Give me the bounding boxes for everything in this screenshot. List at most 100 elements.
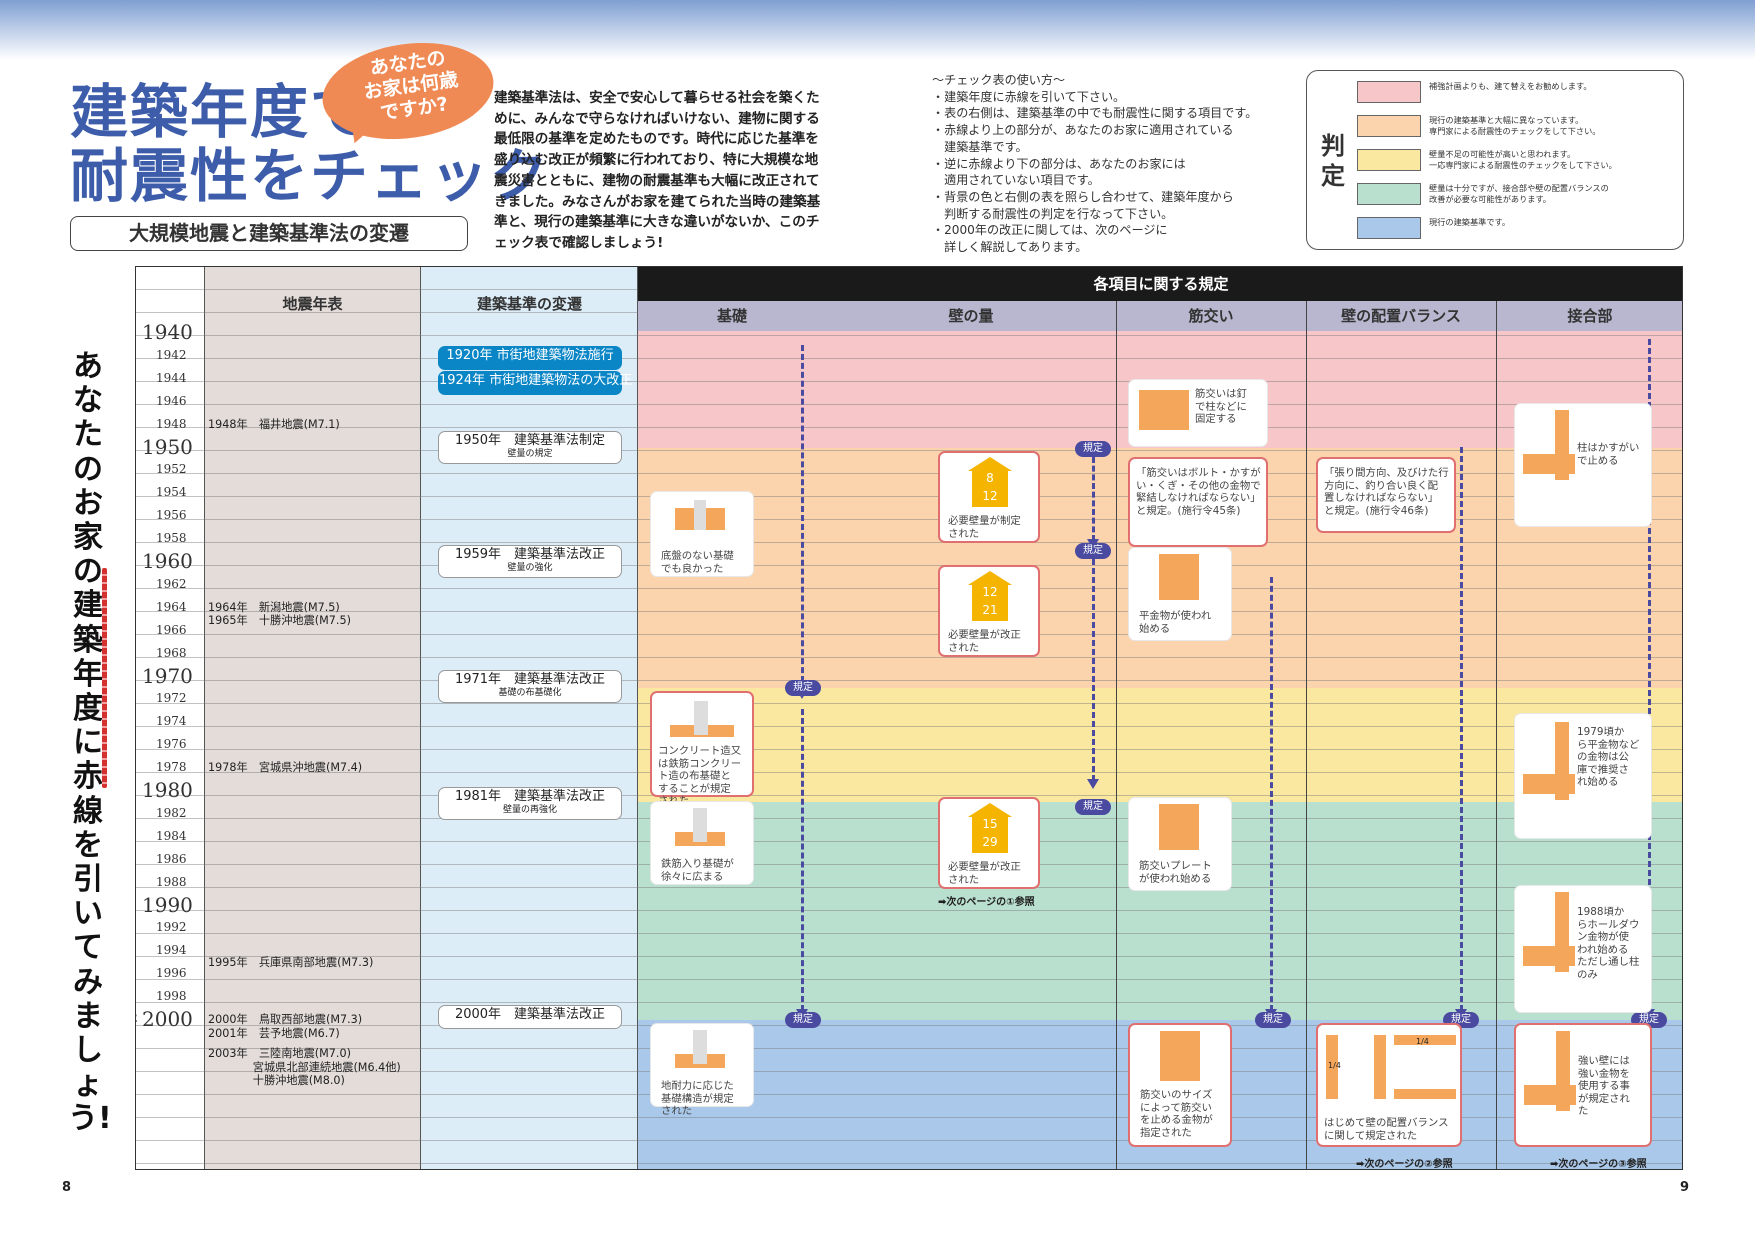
joint-card-text: 1979頃か ら平金物など の金物は公 庫で推奨さ れ始める — [1577, 726, 1640, 788]
earthquake-entry: 1978年 宮城県沖地震(M7.4) — [208, 761, 363, 775]
era-label: S35 — [135, 553, 136, 567]
foundation-card-text: 底盤のない基礎 でも良かった — [661, 550, 734, 575]
foundation-card-text: コンクリート造又 は鉄筋コンクリー ト造の布基礎と することが規定 された — [658, 745, 742, 807]
legend-swatch — [1357, 149, 1421, 171]
year-label-minor: 1974 — [156, 714, 187, 729]
joint-card: 強い壁には 強い金物を 使用する事 が規定され た — [1514, 1023, 1652, 1147]
wall-ref: ➡次のページの①参照 — [938, 897, 1035, 908]
house-roof — [968, 803, 1012, 817]
column-divider — [1306, 301, 1307, 1169]
standard-title: 1920年 市街地建築物法施行 — [446, 347, 614, 363]
year-label-minor: 1946 — [156, 393, 187, 408]
year-label-major: 1950 — [142, 434, 193, 459]
joint-card-text: 柱はかすがい で止める — [1577, 442, 1640, 467]
foundation-card: コンクリート造又 は鉄筋コンクリー ト造の布基礎と することが規定 された — [650, 691, 754, 807]
year-label-minor: 1972 — [156, 691, 187, 706]
illustration — [693, 1030, 707, 1064]
wall-card-text: 必要壁量が制定 された — [948, 515, 1021, 540]
standard-title: 2000年 建築基準法改正 — [454, 1007, 606, 1022]
howto-lines: ・建築年度に赤線を引いて下さい。・表の右側は、建築基準の中でも耐震性に関する項目… — [932, 89, 1272, 256]
column-divider — [1496, 301, 1497, 1169]
howto-line: 建築基準です。 — [932, 139, 1028, 154]
house-num-lower: 21 — [982, 603, 998, 617]
illustration — [1556, 1031, 1570, 1111]
foundation-card: 鉄筋入り基礎が 徐々に広まる — [650, 801, 754, 885]
title-line-1: 建築年度で — [70, 78, 371, 146]
wall-card-text: 必要壁量が改正 された — [948, 861, 1021, 886]
standard-box: 1920年 市街地建築物法施行 — [438, 345, 622, 370]
legend-text: 現行の建築基準です。 — [1429, 217, 1511, 227]
brace-card-text: 平金物が使われ 始める — [1139, 610, 1212, 635]
howto-line: ・建築年度に赤線を引いて下さい。 — [932, 89, 1126, 104]
quarter-label: 1/4 — [1416, 1037, 1429, 1046]
joint-ref: ➡次のページの③参照 — [1550, 1159, 1647, 1170]
joint-card: 1979頃か ら平金物など の金物は公 庫で推奨さ れ始める — [1514, 713, 1652, 839]
house-body — [972, 817, 1008, 853]
balance-card: 「張り間方向、及びけた行 方向に、釣り合い良く配 置しなければならない」 と規定… — [1316, 457, 1456, 533]
standard-box: 2000年 建築基準法改正 — [438, 1005, 622, 1029]
era-label: S55 — [135, 782, 136, 796]
year-label-minor: 1998 — [156, 989, 187, 1004]
standard-title: 1971年 建築基準法改正 — [454, 671, 606, 687]
year-label-minor: 1966 — [156, 622, 187, 637]
brace-card: 筋交いのサイズ によって筋交い を止める金物が 指定された — [1128, 1023, 1232, 1147]
dashed-arrow — [1270, 577, 1273, 1011]
era-label: S45 — [135, 668, 136, 682]
howto-line: 詳しく解説してあります。 — [932, 240, 1088, 255]
year-label-major: 1970 — [142, 663, 193, 688]
dashed-arrow — [1648, 339, 1651, 1011]
illustration — [1159, 554, 1199, 600]
vertical-title: あなたのお家の建築年度に赤線を引いてみましょう! — [68, 349, 112, 1137]
standard-box: 1959年 建築基準法改正壁量の強化 — [438, 545, 622, 579]
year-label-minor: 1954 — [156, 485, 187, 500]
earthquake-entry: 2000年 鳥取西部地震(M7.3) 2001年 芸予地震(M6.7) — [208, 1013, 363, 1040]
legend: 判定 補強計画よりも、建て替えをお勧めします。現行の建築基準と大幅に異なっていま… — [1306, 70, 1684, 250]
illustration — [1555, 410, 1569, 480]
kitei-badge: 規定 — [1255, 1012, 1291, 1028]
foundation-card-text: 鉄筋入り基礎が 徐々に広まる — [661, 858, 734, 883]
illustration — [1159, 804, 1199, 850]
year-label-minor: 1944 — [156, 370, 187, 385]
intro-text: 建築基準法は、安全で安心して暮らせる社会を築くために、みんなで守らなければいけな… — [494, 90, 821, 251]
year-label-minor: 1948 — [156, 416, 187, 431]
title-line-2: 耐震性をチェック — [70, 142, 551, 210]
howto-line: ・逆に赤線より下の部分は、あなたのお家には — [932, 156, 1186, 171]
illustration — [1555, 892, 1569, 972]
illustration — [693, 808, 707, 842]
earthquake-column — [204, 267, 421, 1169]
subhead-joint: 接合部 — [1567, 307, 1613, 325]
illustration — [1374, 1035, 1386, 1099]
year-label-minor: 1962 — [156, 576, 187, 591]
rules-subheader: 基礎 壁の量 筋交い 壁の配置バランス 接合部 — [638, 301, 1682, 331]
standard-box: 1981年 建築基準法改正壁量の再強化 — [438, 787, 622, 820]
joint-card: 柱はかすがい で止める — [1514, 403, 1652, 527]
balance-ref: ➡次のページの②参照 — [1356, 1159, 1453, 1170]
year-label-minor: 1956 — [156, 508, 187, 523]
subhead-wall: 壁の量 — [948, 307, 994, 325]
legend-swatch — [1357, 115, 1421, 137]
standard-sub: 基礎の布基礎化 — [498, 687, 562, 698]
year-label-minor: 1958 — [156, 531, 187, 546]
foundation-card: 地耐力に応じた 基礎構造が規定 された — [650, 1023, 754, 1117]
subtitle: 大規模地震と建築基準法の変遷 — [70, 216, 468, 251]
illustration — [1394, 1089, 1456, 1099]
standard-title: 1924年 市街地建築物法の大改正 — [439, 372, 633, 388]
brace-card-text: 筋交いプレート が使われ始める — [1139, 860, 1212, 885]
legend-swatch — [1357, 183, 1421, 205]
house-num-upper: 8 — [986, 471, 994, 485]
earthquake-column-header: 地震年表 — [282, 295, 343, 313]
year-label-major: 1960 — [142, 549, 193, 573]
year-label-minor: 1994 — [156, 943, 187, 958]
brace-card: 平金物が使われ 始める — [1128, 547, 1232, 641]
era-label: H12 — [136, 1011, 138, 1025]
foundation-card: 底盤のない基礎 でも良かった — [650, 491, 754, 577]
legend-text: 現行の建築基準と大幅に異なっています。 専門家による耐震性のチェックをして下さい… — [1429, 115, 1601, 136]
dashed-arrow — [1460, 447, 1463, 1011]
legend-text: 壁量不足の可能性が高いと思われます。 一応専門家による耐震性のチェックをして下さ… — [1429, 149, 1617, 170]
standards-column-header: 建築基準の変遷 — [476, 295, 582, 313]
house-num-upper: 15 — [982, 817, 998, 831]
howto-box: 〜チェック表の使い方〜 ・建築年度に赤線を引いて下さい。・表の右側は、建築基準の… — [932, 72, 1272, 256]
